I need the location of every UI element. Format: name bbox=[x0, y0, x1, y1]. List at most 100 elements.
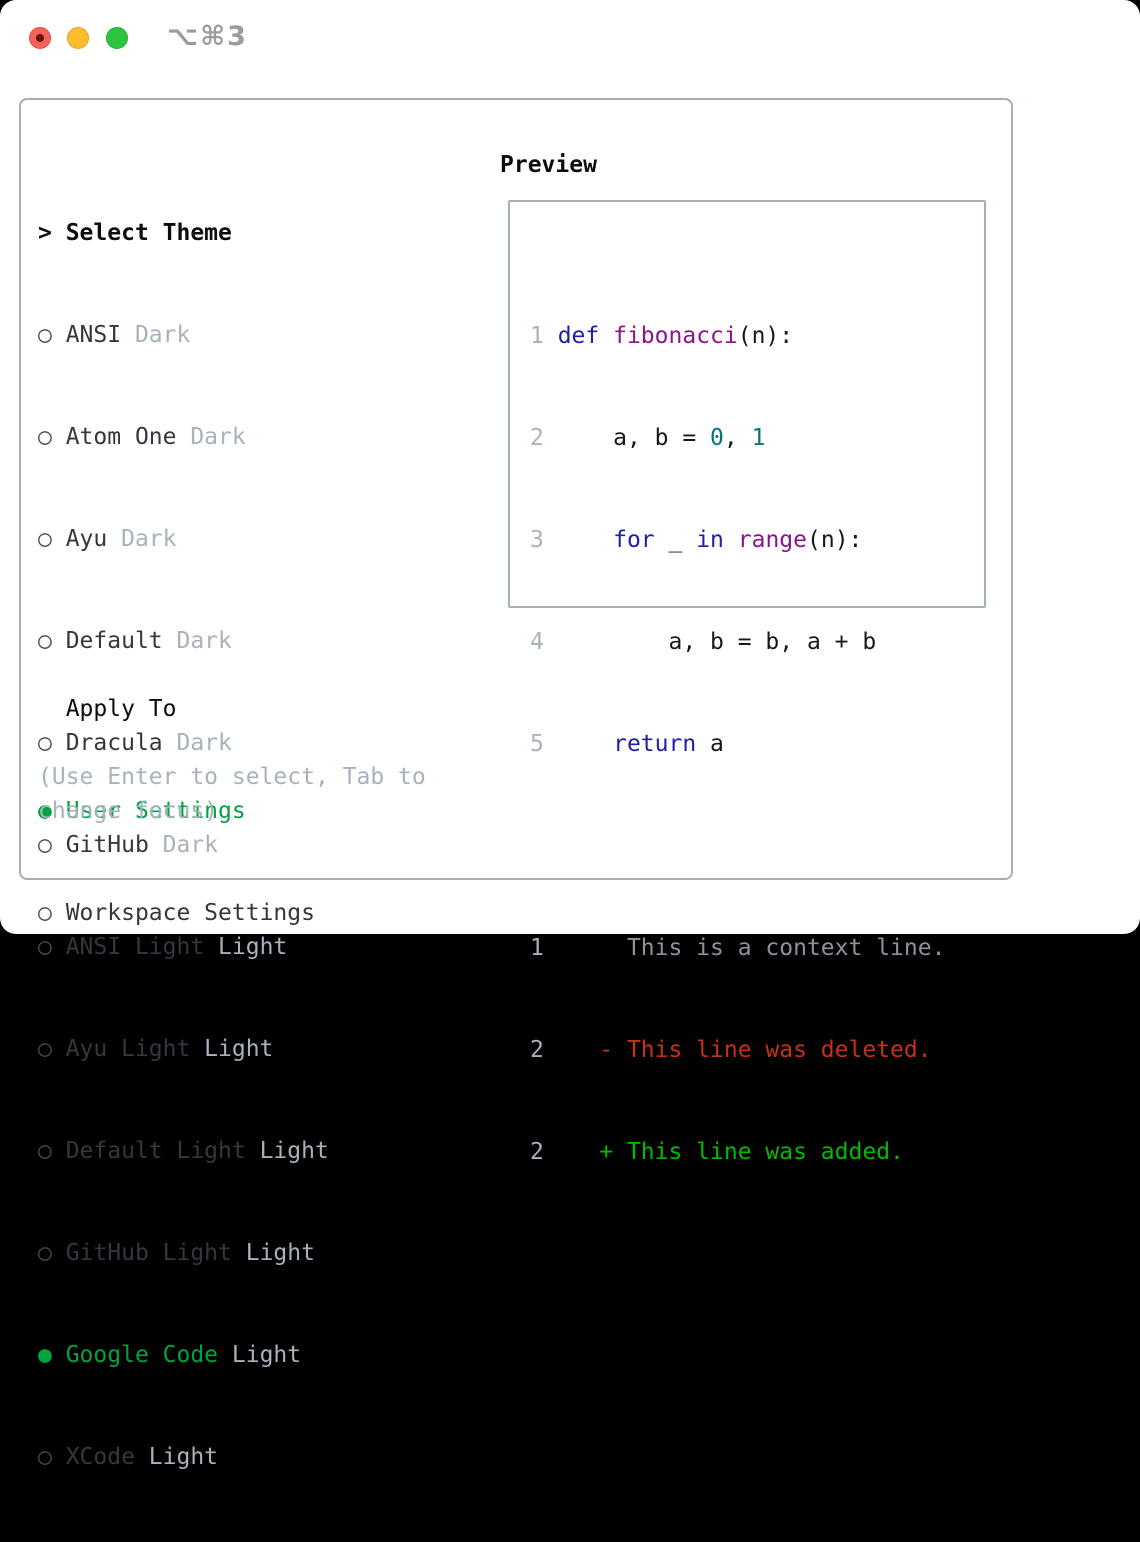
code-token bbox=[599, 323, 613, 349]
theme-name: Google Code bbox=[65, 1342, 219, 1368]
theme-option-xcode-light[interactable]: ○ XCode Light bbox=[38, 1440, 329, 1474]
line-number: 5 bbox=[530, 731, 544, 757]
diff-context-line: 1 This is a context line. bbox=[530, 931, 945, 965]
theme-tag: Dark bbox=[176, 730, 232, 756]
radio-icon: ○ bbox=[38, 526, 52, 552]
theme-name: ANSI bbox=[65, 322, 122, 348]
code-token: def bbox=[557, 323, 600, 349]
preview-heading: Preview bbox=[500, 152, 597, 178]
code-line: 4 a, b = b, a + b bbox=[530, 625, 945, 659]
theme-tag: Light bbox=[204, 1036, 274, 1062]
apply-option-user-settings[interactable]: ● User Settings bbox=[38, 794, 329, 828]
line-number: 2 bbox=[530, 1139, 544, 1165]
code-line: 5 return a bbox=[530, 727, 945, 761]
code-line: 1 def fibonacci(n): bbox=[530, 319, 945, 353]
radio-icon: ○ bbox=[38, 322, 52, 348]
code-token: (n): bbox=[737, 323, 794, 349]
theme-name: Ayu bbox=[65, 526, 108, 552]
theme-name: Atom One bbox=[65, 424, 177, 450]
theme-option-ayu-dark[interactable]: ○ Ayu Dark bbox=[38, 522, 329, 556]
select-theme-heading: > Select Theme bbox=[38, 216, 329, 250]
code-token: in bbox=[696, 527, 724, 553]
diff-context-text: This is a context line. bbox=[557, 935, 946, 961]
line-number: 3 bbox=[530, 527, 544, 553]
apply-to-heading: Apply To bbox=[65, 696, 177, 722]
apply-to-group: Apply To ● User Settings ○ Workspace Setti… bbox=[38, 624, 329, 998]
theme-tag: Light bbox=[245, 1240, 315, 1266]
theme-option-default-light[interactable]: ○ Default Light Light bbox=[38, 1134, 329, 1168]
code-line: 3 for _ in range(n): bbox=[530, 523, 945, 557]
theme-name: XCode bbox=[65, 1444, 135, 1470]
window-shortcut-label: ⌥⌘3 bbox=[167, 21, 248, 52]
radio-icon: ○ bbox=[38, 1240, 52, 1266]
close-button[interactable] bbox=[29, 27, 51, 49]
code-token: _ bbox=[654, 527, 697, 553]
help-text: (Use Enter to select, Tab to change focu… bbox=[38, 764, 426, 824]
code-token bbox=[558, 731, 613, 757]
line-number: 2 bbox=[530, 1037, 544, 1063]
apply-option-label: User Settings bbox=[65, 798, 246, 824]
radio-icon: ○ bbox=[38, 900, 52, 926]
code-token: (n): bbox=[807, 527, 863, 553]
theme-tag: Light bbox=[259, 1138, 329, 1164]
theme-option-ansi-dark[interactable]: ○ ANSI Dark bbox=[38, 318, 329, 352]
code-line: 2 a, b = 0, 1 bbox=[530, 421, 945, 455]
code-token: 1 bbox=[751, 425, 766, 451]
theme-tag: Dark bbox=[134, 322, 191, 348]
code-token: return bbox=[613, 731, 697, 757]
theme-option-dracula-dark[interactable]: ○ Dracula Dark bbox=[38, 726, 329, 760]
radio-icon: ○ bbox=[38, 1036, 52, 1062]
code-token bbox=[724, 527, 738, 553]
blank-line bbox=[530, 829, 945, 863]
theme-name: GitHub bbox=[65, 832, 149, 858]
diff-added-text: + This line was added. bbox=[557, 1139, 904, 1165]
code-token: 0 bbox=[710, 425, 724, 451]
code-token: fibonacci bbox=[613, 323, 738, 349]
code-token: a bbox=[696, 731, 724, 757]
theme-tag: Dark bbox=[121, 526, 177, 552]
line-number: 4 bbox=[530, 629, 544, 655]
theme-name: Ayu Light bbox=[65, 1036, 191, 1062]
radio-selected-icon: ● bbox=[38, 1342, 52, 1368]
apply-option-workspace-settings[interactable]: ○ Workspace Settings bbox=[38, 896, 329, 930]
preview-pane bbox=[508, 200, 986, 608]
line-number: 1 bbox=[530, 935, 544, 961]
select-theme-heading-label: Select Theme bbox=[65, 220, 232, 246]
code-token: range bbox=[737, 527, 807, 553]
diff-deleted-line: 2 - This line was deleted. bbox=[530, 1033, 945, 1067]
theme-tag: Light bbox=[148, 1444, 219, 1470]
diff-deleted-text: - This line was deleted. bbox=[557, 1037, 932, 1063]
minimize-button[interactable] bbox=[67, 27, 89, 49]
zoom-button[interactable] bbox=[106, 27, 128, 49]
line-number: 2 bbox=[530, 425, 544, 451]
line-number: 1 bbox=[530, 323, 544, 349]
apply-option-label: Workspace Settings bbox=[65, 900, 315, 926]
radio-icon: ○ bbox=[38, 1138, 52, 1164]
radio-icon: ○ bbox=[38, 1444, 52, 1470]
theme-name: Default Light bbox=[65, 1138, 246, 1164]
code-token: a, b = bbox=[557, 425, 711, 451]
code-token bbox=[558, 527, 613, 553]
radio-icon: ○ bbox=[38, 730, 52, 756]
radio-icon: ○ bbox=[38, 628, 52, 654]
theme-name: Dracula bbox=[65, 730, 163, 756]
theme-option-ayu-light[interactable]: ○ Ayu Light Light bbox=[38, 1032, 329, 1066]
code-token: , bbox=[723, 425, 752, 451]
radio-icon: ○ bbox=[38, 832, 52, 858]
theme-name: Default bbox=[65, 628, 163, 654]
radio-icon: ○ bbox=[38, 424, 52, 450]
theme-option-google-code-light[interactable]: ● Google Code Light bbox=[38, 1338, 329, 1372]
theme-option-github-dark[interactable]: ○ GitHub Dark bbox=[38, 828, 329, 862]
theme-tag: Light bbox=[231, 1342, 302, 1368]
theme-tag: Dark bbox=[162, 832, 219, 858]
diff-added-line: 2 + This line was added. bbox=[530, 1135, 945, 1169]
focus-caret-icon: > bbox=[38, 220, 52, 246]
code-token: a, b = b, a + b bbox=[557, 629, 877, 655]
code-token: for bbox=[613, 527, 655, 553]
radio-selected-icon: ● bbox=[38, 798, 52, 824]
